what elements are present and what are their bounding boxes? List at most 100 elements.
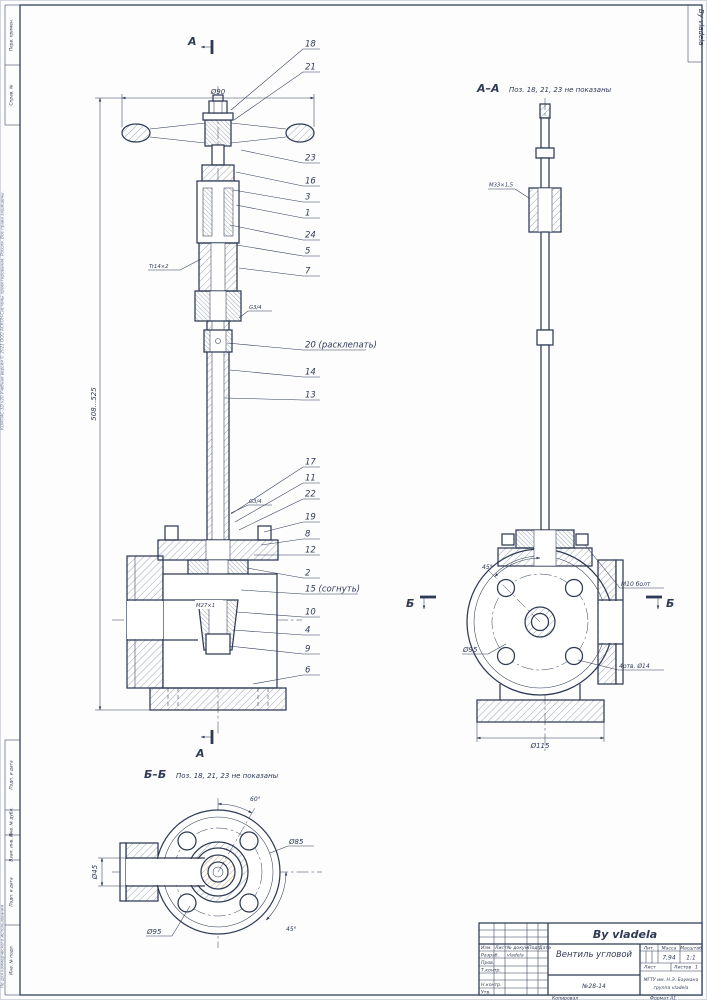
callout-10: 10 <box>305 608 316 618</box>
dim-height: 508...525 <box>90 97 150 711</box>
tb-razrab-value: vladela <box>507 953 524 959</box>
tb-mass-label: Масса <box>662 946 677 952</box>
valve-body: M27×1 <box>126 525 287 711</box>
doc-number: №28-14 <box>581 983 606 990</box>
tb-col-doc: № докум. <box>506 945 530 951</box>
callout-12: 12 <box>305 546 316 556</box>
margin-label-vzam-inv: Взам. инв. № <box>9 832 15 862</box>
tb-scale-value: 1:1 <box>686 955 696 962</box>
margin-label-podp-data-1: Подп. и дата <box>9 760 15 790</box>
dim-m10-bolt-label: М10 болт <box>621 581 651 588</box>
tb-scale-label: Масштаб <box>680 946 702 952</box>
dim-phi45: Ø45 <box>91 857 126 887</box>
callout-24: 24 <box>305 231 316 241</box>
tb-listov-value: 1 <box>695 965 698 971</box>
tb-col-data: Дата <box>538 945 551 951</box>
callout-2: 2 <box>305 569 310 579</box>
tb-org-line2: группа vladela <box>654 985 689 991</box>
section-bb-title: Б–Б <box>144 768 166 781</box>
callout-13: 13 <box>305 391 316 401</box>
callouts: 18 21 23 16 3 1 24 5 7 20 (расклепать) 1… <box>224 40 377 685</box>
doc-title: Вентиль угловой <box>556 950 633 960</box>
callout-9: 9 <box>305 645 310 655</box>
margin-label-perv-primen: Перв. примен. <box>9 19 15 51</box>
callout-1: 1 <box>305 209 310 219</box>
section-letter-b-right: Б <box>666 597 674 610</box>
tb-org-line1: МГТУ им. Н.Э. Баумана <box>644 977 699 983</box>
callout-7: 7 <box>305 267 311 277</box>
dim-angle60-label: 60° <box>250 796 261 803</box>
section-letter-a-bottom: А <box>195 747 205 760</box>
callout-8: 8 <box>305 530 311 540</box>
tb-tkontr-label: Т.контр. <box>481 968 501 974</box>
watermark-kompas: КОМПАС-3D v20 Учебная версия © 2021 ООО … <box>0 191 5 430</box>
dim-holes-aa-label: 4отв. Ø14 <box>619 663 650 670</box>
dim-phi90: Ø90 <box>121 88 315 127</box>
tb-mass-value: 7,94 <box>662 955 676 962</box>
dim-m27-label: M27×1 <box>196 603 215 609</box>
callout-3: 3 <box>305 193 310 203</box>
dim-g34-lower-label: G3/4 <box>249 499 262 505</box>
callout-14: 14 <box>305 368 316 378</box>
tb-razrab-label: Разраб. <box>481 953 499 959</box>
callout-5: 5 <box>305 247 310 257</box>
callout-16: 16 <box>305 177 316 187</box>
margin-label-sprav-no: Справ. № <box>9 84 15 105</box>
main-view: Ø90 Tr14×2 G3/4 G3/4 <box>90 35 377 760</box>
tb-nkontr-label: Н.контр. <box>481 982 502 988</box>
callout-11: 11 <box>305 474 316 484</box>
section-aa-view: А–А Поз. 18, 21, 23 не показаны M33×1,5 … <box>406 82 674 752</box>
tb-lit-label: Лит. <box>643 946 655 952</box>
tb-utv-label: Утв. <box>481 990 491 996</box>
tb-kopiroval: Копировал <box>552 995 578 1000</box>
dim-phi85-label: Ø85 <box>288 838 304 846</box>
callout-18: 18 <box>305 40 316 50</box>
callout-23: 23 <box>305 154 316 164</box>
dim-m33-label: M33×1,5 <box>489 183 514 189</box>
section-marker-b-left: Б <box>406 595 436 610</box>
section-marker-a-bottom: А <box>195 730 214 760</box>
callout-4: 4 <box>305 626 310 636</box>
callout-19: 19 <box>305 513 316 523</box>
tb-list-label: Лист <box>643 965 656 971</box>
dim-phi45-label: Ø45 <box>91 864 99 880</box>
section-bb-view: Б–Б Поз. 18, 21, 23 не показаны Ø45 Ø95 … <box>91 768 322 948</box>
title-block-stamp: By vladela <box>593 928 657 941</box>
tb-col-izm: Изм. <box>481 945 492 951</box>
tb-format: Формат А1 <box>650 995 676 1000</box>
callout-6: 6 <box>305 666 311 676</box>
callout-15: 15 (согнуть) <box>305 585 360 595</box>
tb-listov-label: Листов <box>673 965 691 971</box>
callout-21: 21 <box>305 63 316 73</box>
bonnet-stack <box>194 144 242 322</box>
tb-prov-label: Пров. <box>481 960 494 966</box>
margin-label-inv-dubl: Инв. № дубл. <box>9 807 15 836</box>
dim-angle45-bb-label: 45° <box>286 926 297 933</box>
margin-label-inv-podl: Инв. № подл. <box>9 945 15 975</box>
dim-phi115-label: Ø115 <box>530 742 550 750</box>
section-aa-title: А–А <box>476 82 500 95</box>
dim-height-label: 508...525 <box>90 387 98 421</box>
callout-20: 20 (расклепать) <box>305 341 377 351</box>
spindle-tube <box>203 320 233 541</box>
section-marker-a-top: А <box>187 35 214 54</box>
dim-phi95-aa-label: Ø95 <box>462 646 478 654</box>
section-letter-b-left: Б <box>406 597 414 610</box>
callout-22: 22 <box>305 490 316 500</box>
tb-col-list: Лист <box>494 945 507 951</box>
watermark-non-commercial: Не для коммерческого использования <box>0 904 5 988</box>
dim-g34-upper-label: G3/4 <box>249 305 262 311</box>
tb-col-podp: Подп. <box>528 945 542 951</box>
section-letter-a-top: А <box>187 35 197 48</box>
section-marker-b-right: Б <box>646 595 674 610</box>
callout-17: 17 <box>305 458 316 468</box>
dim-angle45-aa-label: 45° <box>482 564 493 571</box>
dim-tr14-label: Tr14×2 <box>149 264 169 270</box>
title-block: By vladela Вентиль угловой №28-14 Изм. Л… <box>478 922 703 1000</box>
section-bb-note: Поз. 18, 21, 23 не показаны <box>176 772 279 780</box>
margin-label-podp-data-2: Подп. и дата <box>9 877 15 907</box>
corner-stamp: By vladela <box>697 9 705 46</box>
